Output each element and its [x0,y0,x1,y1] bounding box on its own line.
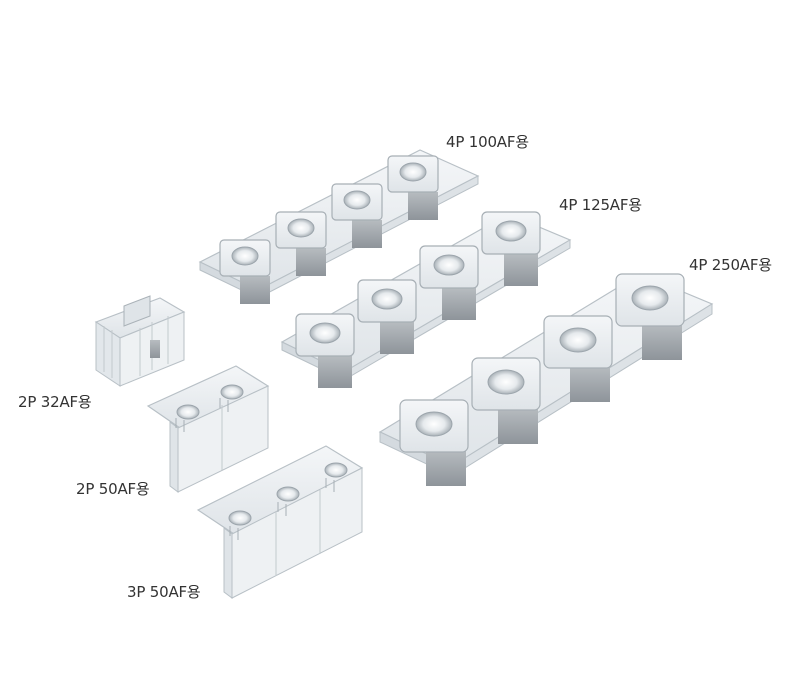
label-4p-250af: 4P 250AF용 [689,256,772,274]
label-4p-125af: 4P 125AF용 [559,196,642,214]
label-2p-50af: 2P 50AF용 [76,480,150,498]
cover-2p-32af [94,295,186,387]
label-3p-50af: 3P 50AF용 [127,583,201,601]
cover-2p-50af [146,365,270,493]
cover-4p-250af [378,273,714,486]
cover-3p-50af [196,445,364,599]
cover-4p-125af [280,211,572,388]
cover-4p-100af [198,149,480,304]
label-2p-32af: 2P 32AF용 [18,393,92,411]
label-4p-100af: 4P 100AF용 [446,133,529,151]
